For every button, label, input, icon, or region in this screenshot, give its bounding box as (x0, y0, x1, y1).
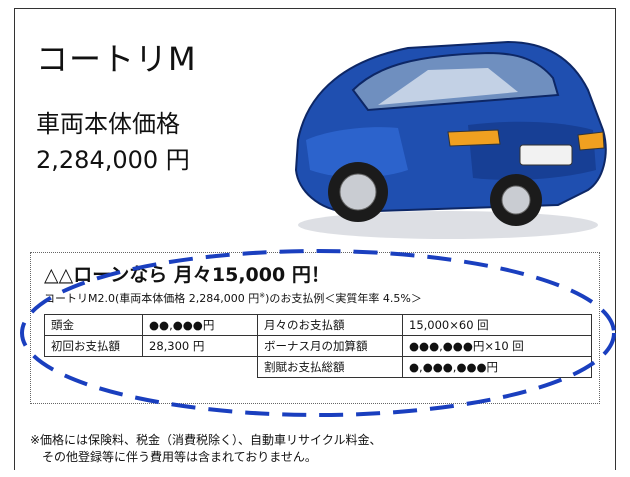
loan-example-text: コートリM2.0(車両本体価格 2,284,000 円 (44, 292, 260, 305)
loan-headline: △△ローンなら 月々15,000 円！ (44, 264, 330, 286)
table-cell: 月々のお支払額 (257, 314, 403, 336)
table-cell: 28,300 円 (142, 335, 258, 357)
table-cell: ●●●,●●●円×10 回 (402, 335, 592, 357)
table-cell-empty (45, 357, 143, 378)
table-cell: ボーナス月の加算額 (257, 335, 403, 357)
table-cell: 割賦お支払総額 (257, 356, 403, 378)
table-row: 割賦お支払総額 ●,●●●,●●●円 (45, 356, 592, 378)
table-cell: ●,●●●,●●●円 (402, 356, 592, 378)
price-value: 2,284,000 円 (36, 146, 190, 174)
table-row: 初回お支払額 28,300 円 ボーナス月の加算額 ●●●,●●●円×10 回 (44, 335, 592, 357)
loan-table: 頭金 ●●,●●●円 月々のお支払額 15,000×60 回 初回お支払額 28… (44, 314, 592, 378)
price-note: ※価格には保険料、税金（消費税除く）、自動車リサイクル料金、 その他登録等に伴う… (30, 432, 381, 466)
table-cell: 頭金 (44, 314, 143, 336)
car-illustration (294, 40, 607, 239)
loan-example-rate: )のお支払例＜実質年率 4.5%＞ (265, 292, 422, 305)
table-cell: ●●,●●●円 (142, 314, 258, 336)
price-label: 車両本体価格 (36, 110, 180, 138)
product-title: コートリM (36, 40, 197, 78)
note-line-1: ※価格には保険料、税金（消費税除く）、自動車リサイクル料金、 (30, 433, 382, 447)
table-cell: 初回お支払額 (44, 335, 143, 357)
table-cell-empty (143, 357, 258, 378)
loan-example-caption: コートリM2.0(車両本体価格 2,284,000 円※)のお支払例＜実質年率 … (44, 290, 422, 306)
table-cell: 15,000×60 回 (402, 314, 592, 336)
note-line-2: その他登録等に伴う費用等は含まれておりません。 (42, 450, 317, 464)
table-row: 頭金 ●●,●●●円 月々のお支払額 15,000×60 回 (44, 314, 592, 336)
